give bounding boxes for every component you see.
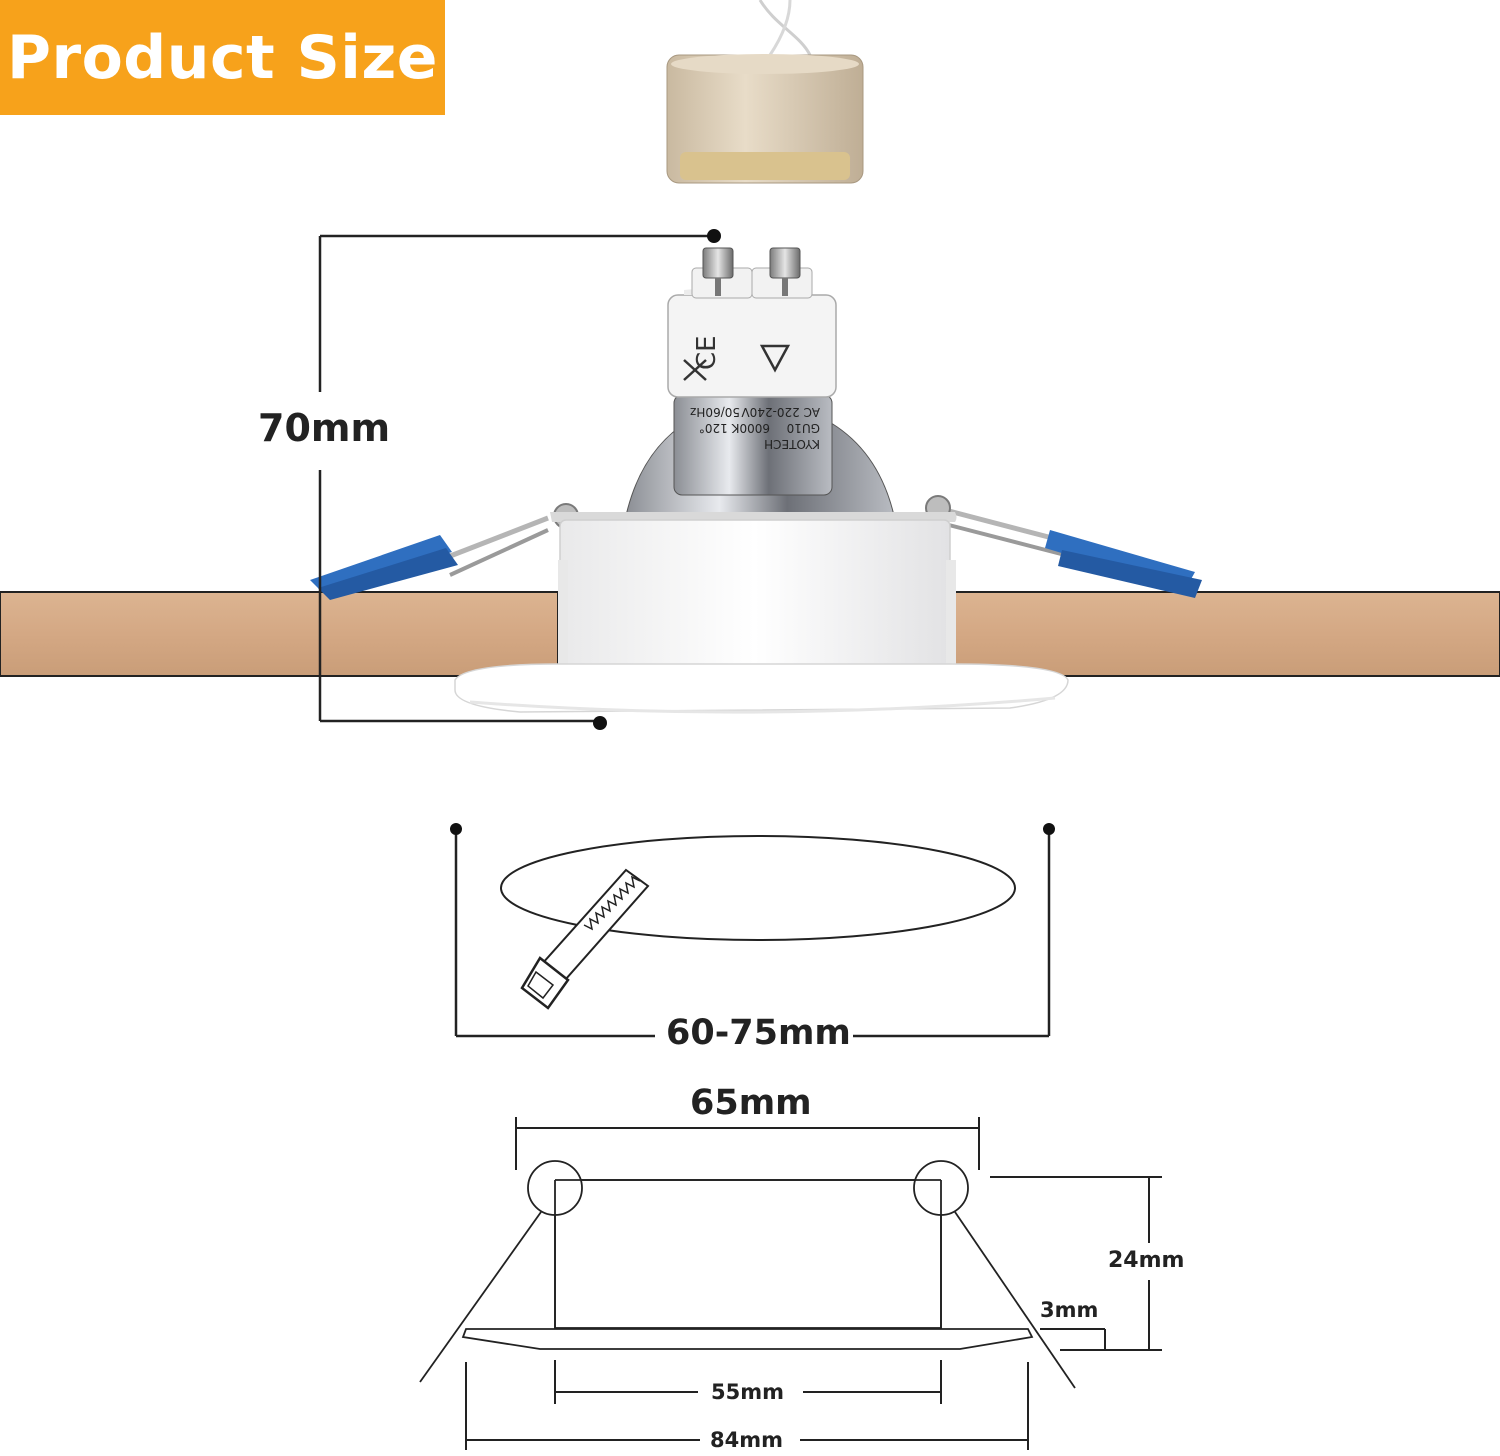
svg-text:KYOTECH: KYOTECH: [764, 437, 820, 451]
cutout-hole: [500, 835, 1016, 941]
housing-profile: [419, 1160, 1076, 1389]
safety-mark-icon: [759, 344, 791, 373]
lamp-pin: [702, 247, 734, 279]
dimension-endpoint-dot: [450, 823, 462, 835]
cutout-view: [450, 823, 1055, 1038]
lamp-marking-text: KYOTECH GU10 6000K 120° AC 220-240V 50/6…: [690, 405, 820, 451]
dimension-endpoint-dot: [593, 716, 607, 730]
cutout-label: 60-75mm: [666, 1013, 851, 1053]
cutout-dimension-60-75mm: [450, 823, 1055, 1038]
ce-mark: CE: [692, 335, 722, 370]
outer-width-label: 84mm: [710, 1428, 783, 1452]
socket-wire: [768, 0, 792, 56]
side-profile-drawing: [419, 1117, 1162, 1450]
badge-title: Product Size: [7, 22, 438, 93]
dimension-endpoint-dot: [707, 229, 721, 243]
height-label-24mm: 24mm: [1108, 1248, 1185, 1273]
spring-clip-left: [310, 503, 579, 600]
dimension-55mm: [554, 1360, 942, 1404]
housing-trim-rim: [454, 663, 1069, 713]
svg-text:6000K 120°: 6000K 120°: [699, 421, 770, 435]
height-label-70mm: 70mm: [258, 406, 391, 450]
dimension-65mm: [515, 1117, 980, 1170]
dimension-3mm: [1040, 1328, 1106, 1350]
spring-clip-right: [925, 495, 1202, 598]
dimension-84mm: [465, 1362, 1029, 1450]
saw-icon: [520, 868, 650, 1010]
socket-wire: [758, 0, 812, 56]
inner-width-label: 55mm: [711, 1380, 784, 1404]
ceiling-panel-right: [954, 591, 1500, 677]
svg-text:GU10: GU10: [787, 421, 820, 435]
gu10-socket: [666, 0, 864, 184]
dimension-endpoint-dot: [1043, 823, 1055, 835]
lamp-pin: [769, 247, 801, 279]
svg-text:50/60Hz: 50/60Hz: [690, 405, 740, 419]
gu10-lamp: CE KYOTECH GU10 6000K 120° AC 220-240V 5…: [624, 247, 896, 521]
dimension-24mm: [990, 1176, 1162, 1351]
downlight-housing: [454, 512, 1069, 714]
rim-thickness-label: 3mm: [1040, 1298, 1099, 1322]
product-size-badge: Product Size: [0, 0, 445, 115]
certification-marks: CE: [683, 335, 791, 381]
ceiling-panel-left: [0, 591, 559, 677]
height-dimension-70mm: [318, 229, 721, 730]
svg-text:AC 220-240V: AC 220-240V: [741, 405, 820, 419]
top-width-label: 65mm: [690, 1083, 812, 1123]
